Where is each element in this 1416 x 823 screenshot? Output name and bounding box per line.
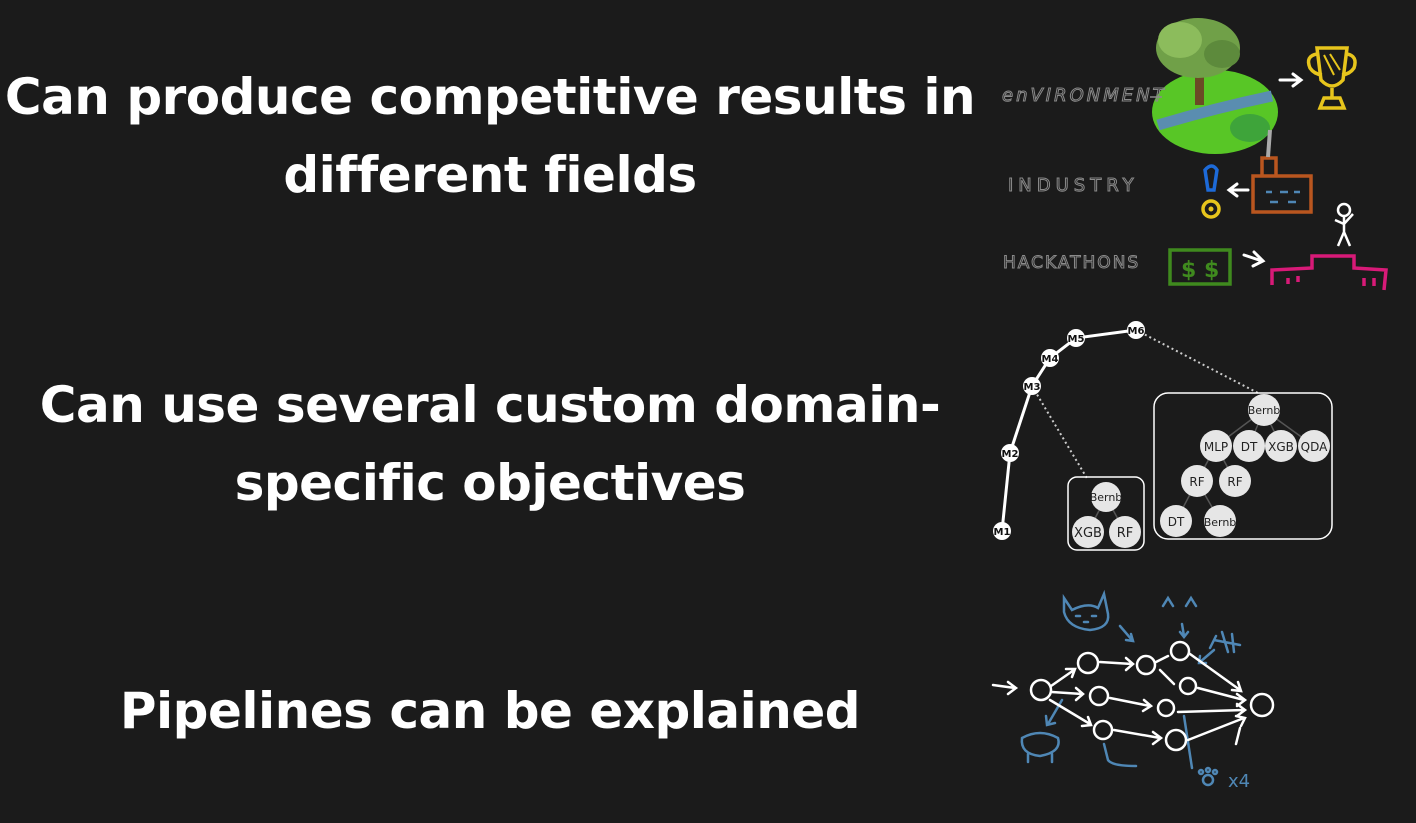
small-pipeline-box (1067, 476, 1145, 551)
path-node-m1: M1 (993, 522, 1011, 540)
hackathons-label: HACKATHONS (1003, 253, 1140, 273)
ears-icon (1161, 595, 1198, 608)
point-competitive-results: Can produce competitive results in diffe… (0, 58, 980, 214)
small-child-node: XGB (1072, 516, 1104, 548)
svg-text:Bernb: Bernb (1090, 491, 1123, 504)
paw-icon (1197, 766, 1219, 787)
svg-text:RF: RF (1189, 475, 1204, 489)
point-explainable-pipelines: Pipelines can be explained (0, 672, 980, 750)
path-node-m4: M4 (1041, 349, 1059, 367)
point-3-line-1: Pipelines can be explained (119, 682, 861, 740)
path-node-m6: M6 (1127, 321, 1145, 339)
path-node-m2: M2 (1001, 444, 1019, 462)
svg-text:RF: RF (1227, 475, 1242, 489)
tree-node: DT (1160, 505, 1192, 537)
svg-text:M6: M6 (1128, 326, 1145, 337)
tree-node: RF (1181, 465, 1213, 497)
tree-node: QDA (1298, 430, 1330, 462)
tree-node: XGB (1265, 430, 1297, 462)
path-node-m3: M3 (1023, 377, 1041, 395)
tree-node: MLP (1200, 430, 1232, 462)
svg-text:MLP: MLP (1204, 440, 1228, 454)
cat-icon (1062, 589, 1110, 632)
svg-text:RF: RF (1117, 526, 1134, 541)
svg-text:Bernb: Bernb (1248, 404, 1281, 417)
tree-node: DT (1233, 430, 1265, 462)
svg-text:M4: M4 (1042, 354, 1059, 365)
point-2-line-1: Can use several custom domain- (39, 376, 941, 434)
x4-annotation: x4 (1228, 771, 1250, 792)
money-icon: $ $ (1168, 248, 1232, 286)
svg-text:M1: M1 (994, 527, 1011, 538)
arrow-icon (1226, 182, 1250, 198)
tree-node: RF (1219, 465, 1251, 497)
svg-text:DT: DT (1168, 515, 1185, 529)
industry-label: INDUSTRY (1008, 175, 1139, 196)
stick-figure-icon (1334, 202, 1354, 247)
trophy-icon (1306, 46, 1357, 110)
point-1-line-2: different fields (283, 146, 697, 204)
money-label: $ $ (1181, 258, 1219, 283)
tree-node: Bernb (1204, 505, 1237, 537)
factory-icon (1251, 129, 1313, 214)
explain-sketch: x4 (991, 589, 1275, 792)
svg-text:DT: DT (1241, 440, 1258, 454)
tree-globe-icon (1152, 18, 1278, 154)
large-root-node: Bernb (1248, 394, 1281, 426)
point-1-line-1: Can produce competitive results in (4, 68, 976, 126)
svg-text:XGB: XGB (1268, 440, 1294, 454)
large-pipeline-box (1153, 392, 1333, 540)
svg-text:M2: M2 (1002, 449, 1019, 460)
small-child-node: RF (1109, 516, 1141, 548)
insect-icon (1208, 630, 1242, 654)
arrow-icon (1278, 72, 1304, 88)
path-node-m5: M5 (1067, 329, 1085, 347)
pig-icon (1020, 731, 1060, 764)
point-custom-objectives: Can use several custom domain- specific … (0, 366, 980, 522)
env-label: enVIRONMENT (1002, 85, 1167, 106)
fields-sketch: enVIRONMENT INDUSTRY HACKATHONS $ $ (1002, 18, 1388, 291)
arrow-icon (1242, 250, 1266, 268)
pipeline-tree-diagram: Bernb XGB RF Bernb MLP DT XGB QDA RF RF … (993, 321, 1333, 551)
svg-text:M5: M5 (1068, 334, 1085, 345)
worm-icon (1102, 742, 1138, 768)
podium-icon (1270, 254, 1388, 291)
svg-text:M3: M3 (1024, 382, 1041, 393)
small-root-node: Bernb (1090, 482, 1123, 512)
svg-text:QDA: QDA (1301, 440, 1328, 454)
svg-text:XGB: XGB (1074, 526, 1102, 541)
medal-icon (1201, 164, 1221, 219)
svg-text:Bernb: Bernb (1204, 516, 1237, 529)
pipeline-graph (991, 640, 1275, 752)
point-2-line-2: specific objectives (234, 454, 746, 512)
